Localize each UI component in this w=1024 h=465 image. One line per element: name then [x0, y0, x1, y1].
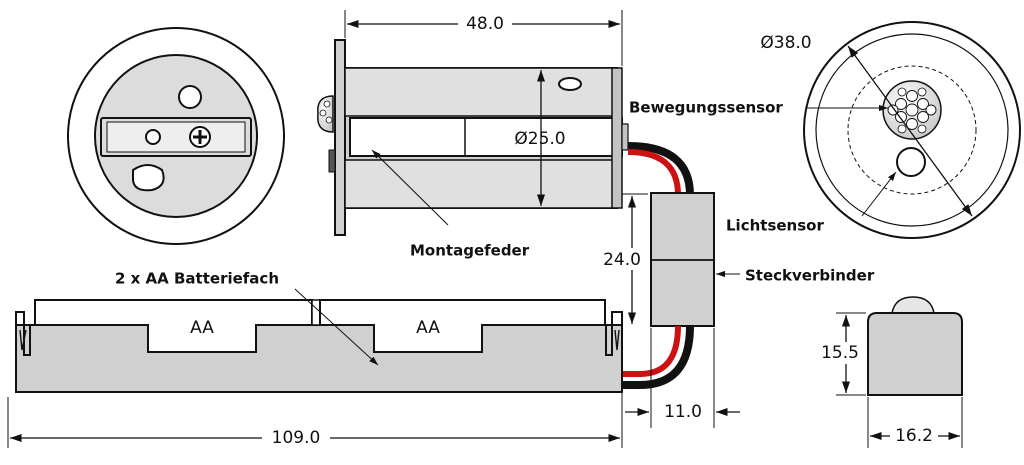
- rear-view: [67, 27, 285, 245]
- dim-connector-width-text: 11.0: [664, 402, 702, 422]
- connector-label: Steckverbinder: [745, 267, 875, 285]
- light-sensor-label: Lichtsensor: [726, 217, 824, 235]
- rear-slot: [132, 164, 165, 192]
- aa-cell-2: [319, 299, 606, 353]
- aa-cell-1-label: AA: [190, 318, 214, 338]
- front-view: Ø38.0: [760, 21, 1021, 239]
- dim-sensor-length-text: 48.0: [466, 14, 504, 34]
- sensor-cable: [627, 142, 694, 196]
- connector: [622, 192, 715, 389]
- dim-connector-width: 11.0: [625, 328, 740, 428]
- dim-sensor-diameter-text: Ø25.0: [514, 129, 565, 149]
- motion-sensor-label: Bewegungssensor: [629, 99, 783, 117]
- aa-cell-2-label: AA: [416, 318, 440, 338]
- light-sensor-icon: [896, 147, 926, 177]
- battery-holder: [15, 299, 623, 393]
- dim-cable-height-text: 24.0: [603, 250, 641, 270]
- dim-side-width-text: 16.2: [895, 426, 933, 446]
- dim-battery-length-text: 109.0: [272, 428, 321, 448]
- dim-sensor-diameter: Ø25.0: [514, 70, 566, 206]
- mounting-spring-callout: Montagefeder: [371, 149, 530, 260]
- dim-side-height-text: 15.5: [821, 343, 859, 363]
- battery-holder-label: 2 x AA Batteriefach: [115, 270, 279, 288]
- dim-side-width: 16.2: [867, 397, 963, 448]
- dim-cable-height: 24.0: [600, 193, 648, 324]
- rear-hole-small: [145, 129, 161, 145]
- dim-front-diameter-text: Ø38.0: [760, 33, 811, 53]
- dim-battery-length: 109.0: [7, 392, 623, 448]
- motion-sensor-lens-icon: [882, 80, 942, 140]
- dim-sensor-length: 48.0: [344, 10, 623, 66]
- rear-hole-top: [178, 85, 202, 109]
- battery-cable: [622, 325, 694, 389]
- mounting-spring-label: Montagefeder: [410, 242, 530, 260]
- dim-side-height: 15.5: [818, 312, 866, 396]
- housing-side-view: [867, 296, 963, 396]
- sensor-side-view: [317, 39, 694, 236]
- mounting-spring-strip: [349, 117, 623, 157]
